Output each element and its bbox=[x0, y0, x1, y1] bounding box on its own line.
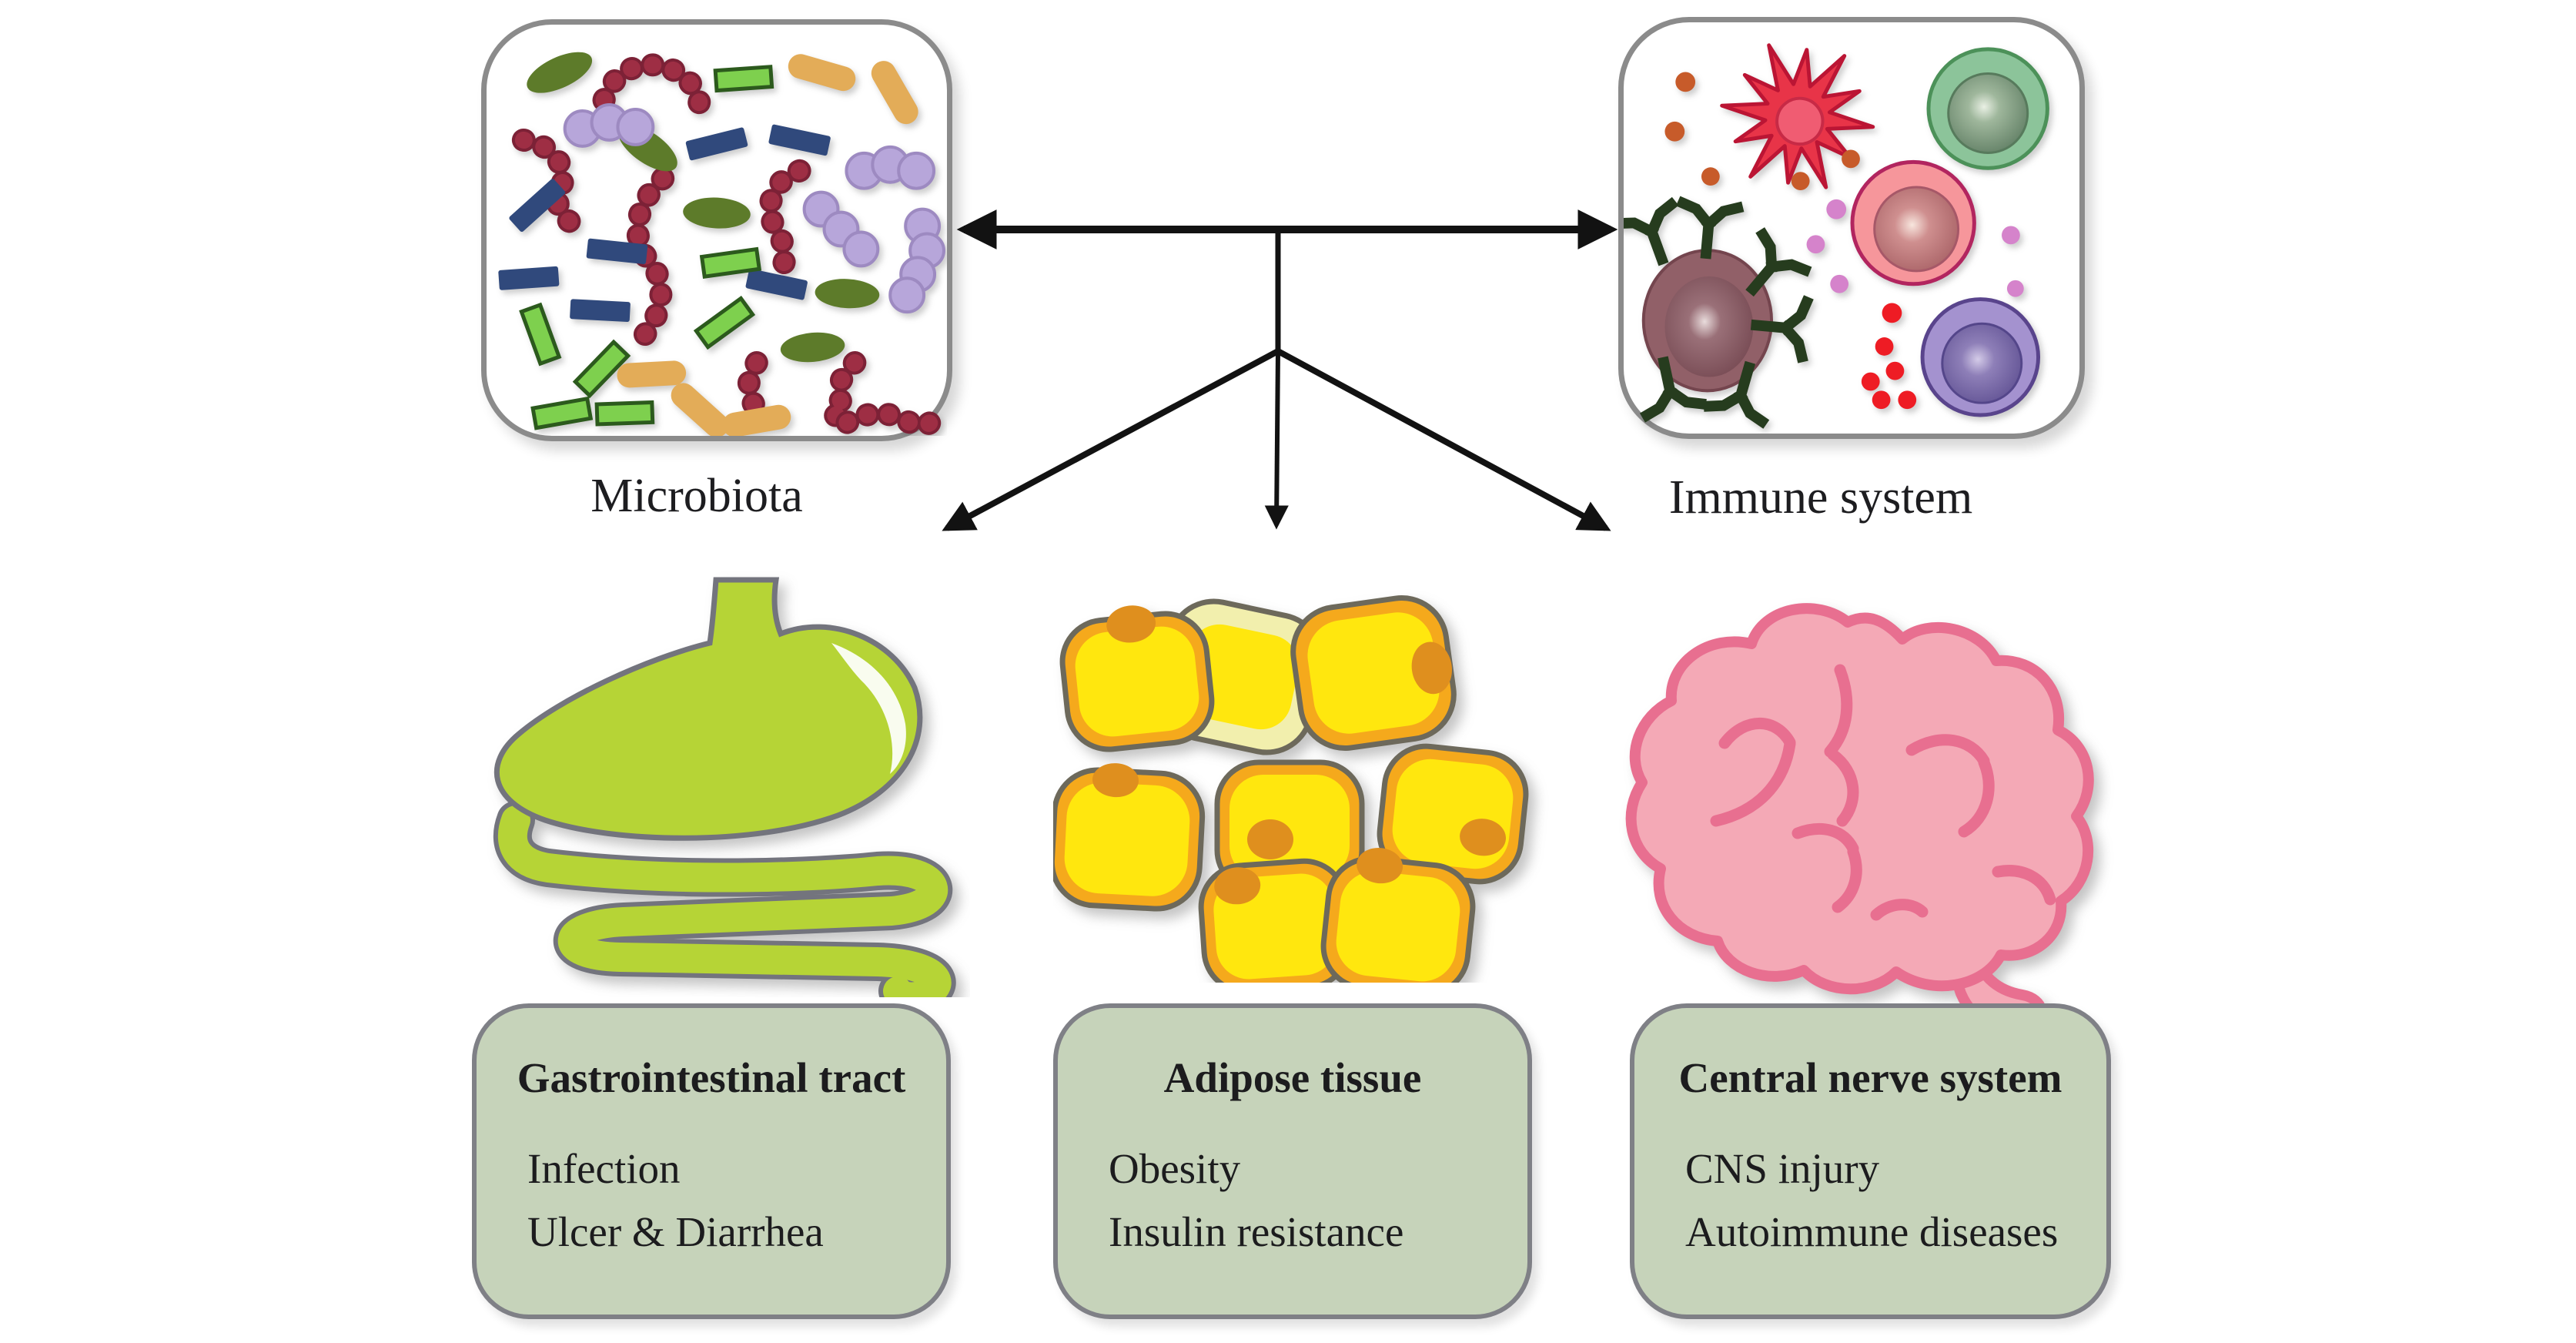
purple-immune-cell-icon bbox=[1920, 297, 2041, 417]
cocci-chain-icons bbox=[563, 103, 946, 314]
branch-arrow-cns bbox=[1276, 348, 1611, 531]
outcome-box-gastrointestinal: Gastrointestinal tract Infection Ulcer &… bbox=[472, 1003, 951, 1319]
oval-bacteria-icons bbox=[527, 52, 880, 363]
macrophage-icon bbox=[1641, 249, 1774, 393]
rod-bacteria-green-icons bbox=[519, 65, 774, 430]
immune-system-panel bbox=[1618, 17, 2085, 439]
outcome-title: Adipose tissue bbox=[1163, 1054, 1422, 1101]
outcome-items: Obesity Insulin resistance bbox=[1058, 1137, 1527, 1264]
green-immune-cell-icon bbox=[1926, 47, 2049, 170]
outcome-item: Ulcer & Diarrhea bbox=[527, 1208, 824, 1256]
microbiota-panel bbox=[481, 19, 952, 441]
branch-arrow-adipose bbox=[1264, 350, 1289, 530]
fat-cell-cluster-icon bbox=[1053, 594, 1529, 983]
outcome-item: Infection bbox=[527, 1144, 681, 1192]
outcome-box-cns: Central nerve system CNS injury Autoimmu… bbox=[1630, 1003, 2111, 1319]
immune-cells-collage-icon bbox=[1624, 43, 2049, 429]
microbiota-label: Microbiota bbox=[590, 470, 803, 522]
outcome-item: Insulin resistance bbox=[1109, 1208, 1404, 1256]
cytokine-dots bbox=[1664, 72, 2024, 410]
stomach-shape bbox=[493, 577, 923, 841]
bacteria-shapes bbox=[498, 52, 946, 436]
outcome-title: Central nerve system bbox=[1678, 1054, 2062, 1101]
dendritic-cell-icon bbox=[1720, 43, 1875, 189]
rod-bacteria-navy-icons bbox=[498, 124, 831, 322]
outcome-item: Obesity bbox=[1109, 1144, 1241, 1192]
immune-system-label: Immune system bbox=[1668, 471, 1973, 524]
brain-outline-shape bbox=[1625, 603, 2094, 995]
capsule-bacteria-icons bbox=[617, 54, 918, 436]
antibody-icons bbox=[1624, 196, 1814, 429]
outcome-items: Infection Ulcer & Diarrhea bbox=[477, 1137, 946, 1264]
bacteria-collage-icon bbox=[498, 52, 946, 436]
intestine-shape bbox=[493, 801, 956, 997]
outcome-item: CNS injury bbox=[1685, 1144, 1880, 1192]
outcome-items: CNS injury Autoimmune diseases bbox=[1634, 1137, 2106, 1264]
fat-cells bbox=[1053, 594, 1529, 983]
outcome-title: Gastrointestinal tract bbox=[517, 1054, 906, 1101]
pink-immune-cell-icon bbox=[1850, 159, 1976, 286]
branch-arrow-gi bbox=[942, 348, 1280, 531]
stomach-intestine-icon bbox=[493, 577, 956, 997]
brain-gyri-lines bbox=[1710, 664, 2056, 921]
brain-icon bbox=[1625, 603, 2094, 1016]
outcome-item: Autoimmune diseases bbox=[1685, 1208, 2059, 1256]
outcome-box-adipose: Adipose tissue Obesity Insulin resistanc… bbox=[1053, 1003, 1532, 1319]
